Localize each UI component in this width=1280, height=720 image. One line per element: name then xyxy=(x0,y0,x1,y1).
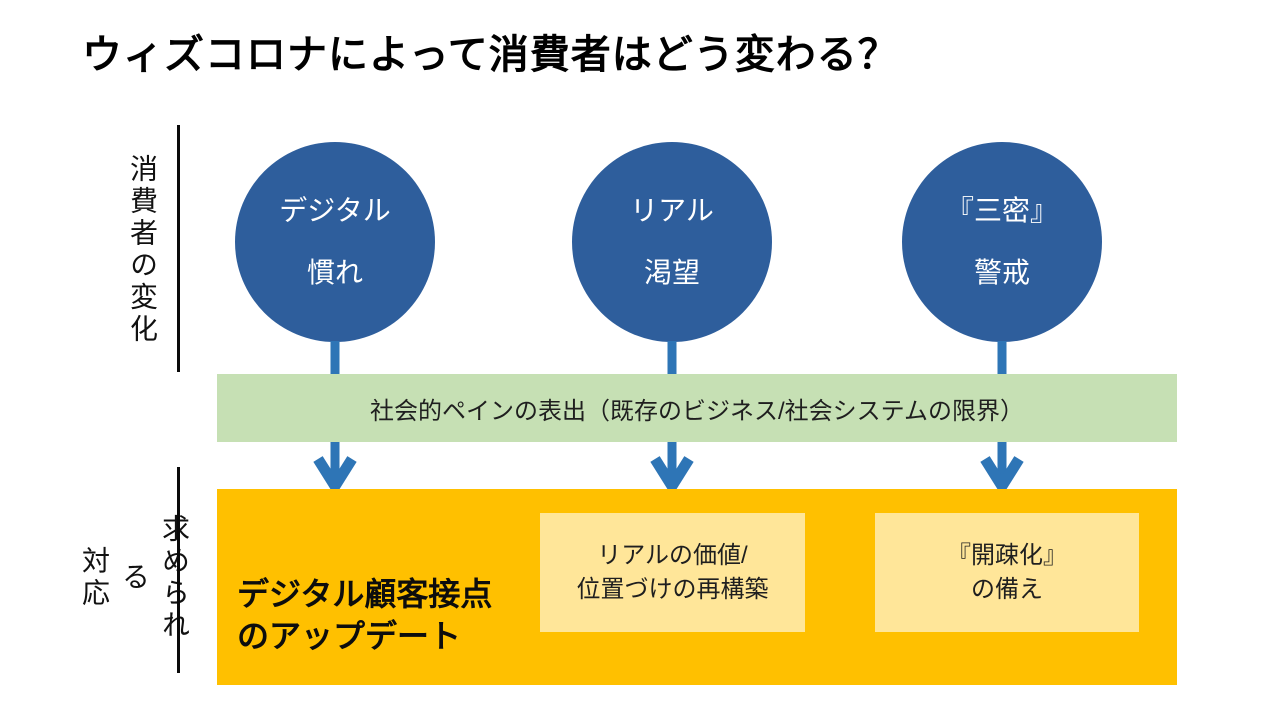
slide-title: ウィズコロナによって消費者はどう変わる？ xyxy=(82,33,899,77)
social-pain-band-label: 社会的ペインの表出（既存のビジネス/社会システムの限界） xyxy=(370,397,1024,425)
section-label-required-response: 求められる 対応 xyxy=(79,514,190,642)
response-box: デジタル顧客接点 のアップデート リアルの価値/ 位置づけの再構築 『開疎化』 … xyxy=(217,489,1177,685)
response-main-label: デジタル顧客接点 のアップデート xyxy=(237,576,493,654)
sub-box-real-value-rebuild: リアルの価値/ 位置づけの再構築 xyxy=(540,513,805,632)
circle-real-craving: リアル 渇望 xyxy=(572,142,772,342)
section-label-consumer-change: 消費者の変化 xyxy=(127,154,158,346)
section-divider-line-bottom xyxy=(177,467,180,673)
sub-box-kaisoka-preparation: 『開疎化』 の備え xyxy=(875,513,1139,632)
circle-digital-familiarity: デジタル 慣れ xyxy=(235,142,435,342)
section-divider-line-top xyxy=(177,125,180,372)
circle-sanmitsu-wariness: 『三密』 警戒 xyxy=(902,142,1102,342)
social-pain-band: 社会的ペインの表出（既存のビジネス/社会システムの限界） xyxy=(217,374,1177,442)
